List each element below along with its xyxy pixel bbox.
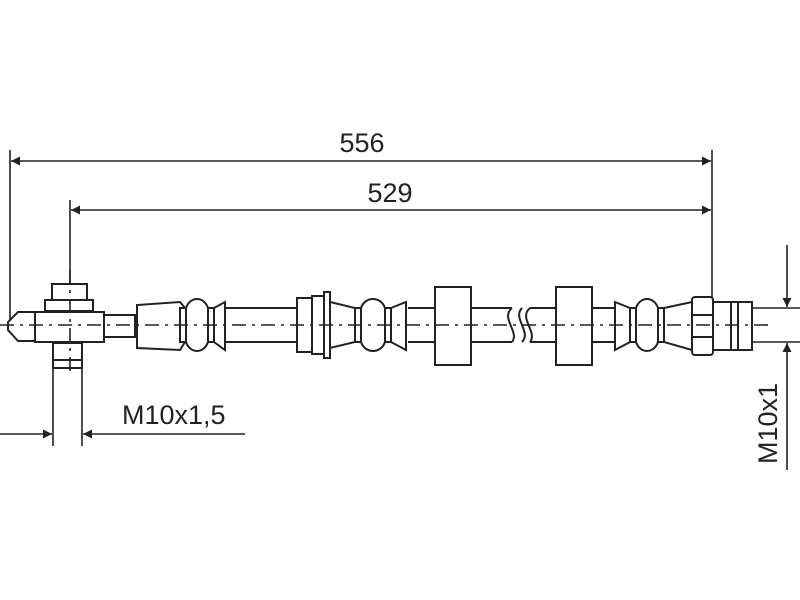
right-thread-label: M10x1 xyxy=(753,383,783,464)
overall-length-label: 556 xyxy=(339,128,384,158)
hose-clamp-block-2 xyxy=(555,286,593,366)
break-symbol xyxy=(507,307,515,343)
right-hex-nut xyxy=(691,296,753,356)
dimension-overall-length: 556 xyxy=(9,128,713,322)
dimension-left-thread: M10x1,5 xyxy=(0,368,245,446)
dimension-right-thread: M10x1 xyxy=(752,245,800,470)
dimension-hose-length: 529 xyxy=(69,178,711,286)
hose-length-label: 529 xyxy=(367,178,412,208)
hose-clamp-block-1 xyxy=(434,286,472,366)
left-thread-label: M10x1,5 xyxy=(122,400,226,430)
left-banjo-fitting xyxy=(7,283,136,369)
